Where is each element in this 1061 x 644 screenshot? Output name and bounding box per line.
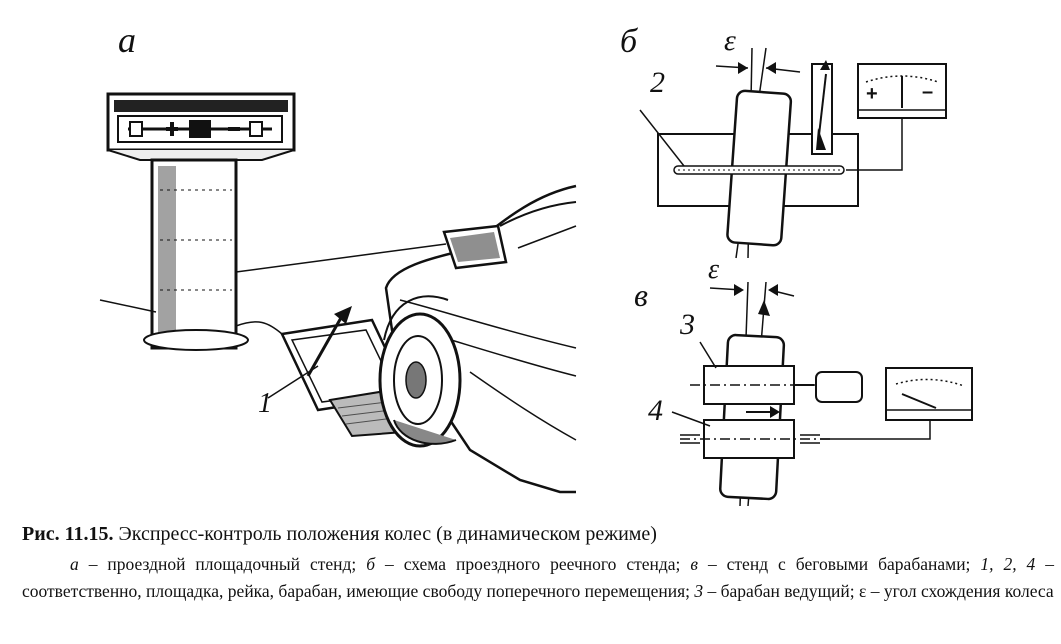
caption-label: Рис. 11.15. bbox=[22, 523, 114, 545]
meter-v bbox=[885, 367, 973, 421]
panel-b: б ε 2 + – bbox=[620, 23, 947, 259]
caption-title: Рис. 11.15. Экспресс-контроль положения … bbox=[22, 521, 1052, 547]
caption-key-a: а bbox=[70, 554, 79, 574]
panel-a: а bbox=[99, 20, 577, 494]
caption-text-v: – стенд с беговыми барабанами; bbox=[697, 554, 981, 574]
panel-v: в ε 3 4 bbox=[634, 254, 973, 507]
caption-key-124: 1, 2, 4 bbox=[980, 554, 1036, 574]
caption-text-3: – барабан ведущий; ε – угол схождения ко… bbox=[703, 581, 1054, 601]
caption-title-text: Экспресс-контроль положения колес (в дин… bbox=[113, 523, 657, 545]
panel-label-b: б bbox=[620, 23, 639, 60]
caption-text-a: – проездной площадочный стенд; bbox=[78, 554, 367, 574]
epsilon-b: ε bbox=[724, 24, 736, 57]
stand-display-head bbox=[106, 92, 296, 161]
caption-key-3: 3 bbox=[694, 581, 704, 601]
stand-column bbox=[99, 158, 447, 351]
caption-text-b: – схема проездного реечного стенда; bbox=[375, 554, 691, 574]
caption-key-b: б bbox=[366, 554, 376, 574]
caption-body: а – проездной площадочный стенд; б – схе… bbox=[22, 551, 1054, 605]
number-2: 2 bbox=[650, 66, 665, 99]
panel-label-a: а bbox=[118, 20, 136, 60]
wheel-top-view-v bbox=[719, 333, 786, 501]
number-3: 3 bbox=[679, 308, 695, 341]
meter-plus: + bbox=[866, 83, 878, 105]
number-4: 4 bbox=[648, 394, 663, 427]
car bbox=[378, 184, 577, 494]
panel-label-v: в bbox=[634, 277, 648, 313]
caption-key-v: в bbox=[690, 554, 698, 574]
epsilon-v: ε bbox=[708, 254, 719, 285]
meter-minus: – bbox=[922, 81, 933, 103]
caption-text-124: – соответственно, площадка, рейка, бараб… bbox=[22, 554, 1055, 601]
number-1: 1 bbox=[258, 388, 272, 419]
figure-illustration: а bbox=[99, 20, 973, 507]
